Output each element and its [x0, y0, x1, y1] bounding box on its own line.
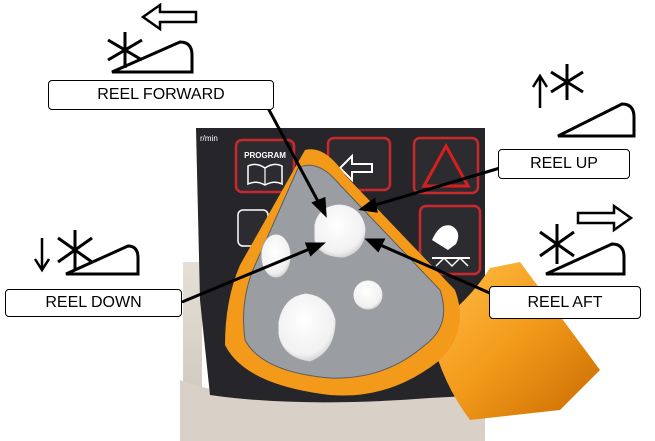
reel-down-label: REEL DOWN: [5, 289, 182, 317]
arrow-left-icon: [140, 2, 198, 32]
arrow-down-icon: [33, 238, 51, 273]
reel-star-icon: [550, 64, 584, 100]
lower-grip-button[interactable]: [277, 292, 337, 363]
header-ramp-icon: [111, 40, 194, 74]
hazard-triangle-icon: [421, 142, 471, 188]
svg-text:PROGRAM: PROGRAM: [244, 151, 286, 160]
reel-star-icon: [107, 32, 143, 68]
header-ramp-icon: [545, 242, 626, 276]
reel-up-symbol: [531, 64, 636, 138]
reel-star-icon: [539, 224, 575, 264]
reel-aft-label: REEL AFT: [489, 286, 641, 319]
reel-up-label: REEL UP: [498, 149, 630, 179]
program-button[interactable]: PROGRAM: [234, 138, 296, 194]
hydro-handle[interactable]: [430, 262, 600, 420]
left-grip-button[interactable]: [260, 233, 292, 279]
reel-forward-label: REEL FORWARD: [48, 80, 274, 110]
arrow-right-icon: [576, 203, 634, 233]
speed-unit-label: r/min: [200, 134, 218, 143]
reel-control-button[interactable]: [313, 203, 367, 259]
reel-up-leader: [371, 166, 501, 208]
reel-aft-leader: [377, 242, 493, 296]
reel-down-leader: [181, 246, 313, 304]
reel-forward-symbol: [107, 2, 198, 74]
header-ramp-icon: [557, 102, 636, 138]
reel-down-symbol: [33, 230, 140, 276]
header-ramp-icon: [65, 244, 140, 276]
console-photo: r/min PROGRAM: [180, 128, 600, 441]
reel-forward-leader: [266, 107, 322, 206]
auto-steer-button[interactable]: [418, 204, 482, 276]
reel-aft-symbol: [539, 203, 634, 276]
back-arrow-icon: [338, 153, 373, 183]
operator-icon: [432, 225, 459, 250]
reel-star-icon: [57, 230, 93, 270]
arrow-up-icon: [531, 73, 549, 108]
leader-lines: [181, 107, 501, 304]
small-grip-button[interactable]: [352, 279, 384, 311]
